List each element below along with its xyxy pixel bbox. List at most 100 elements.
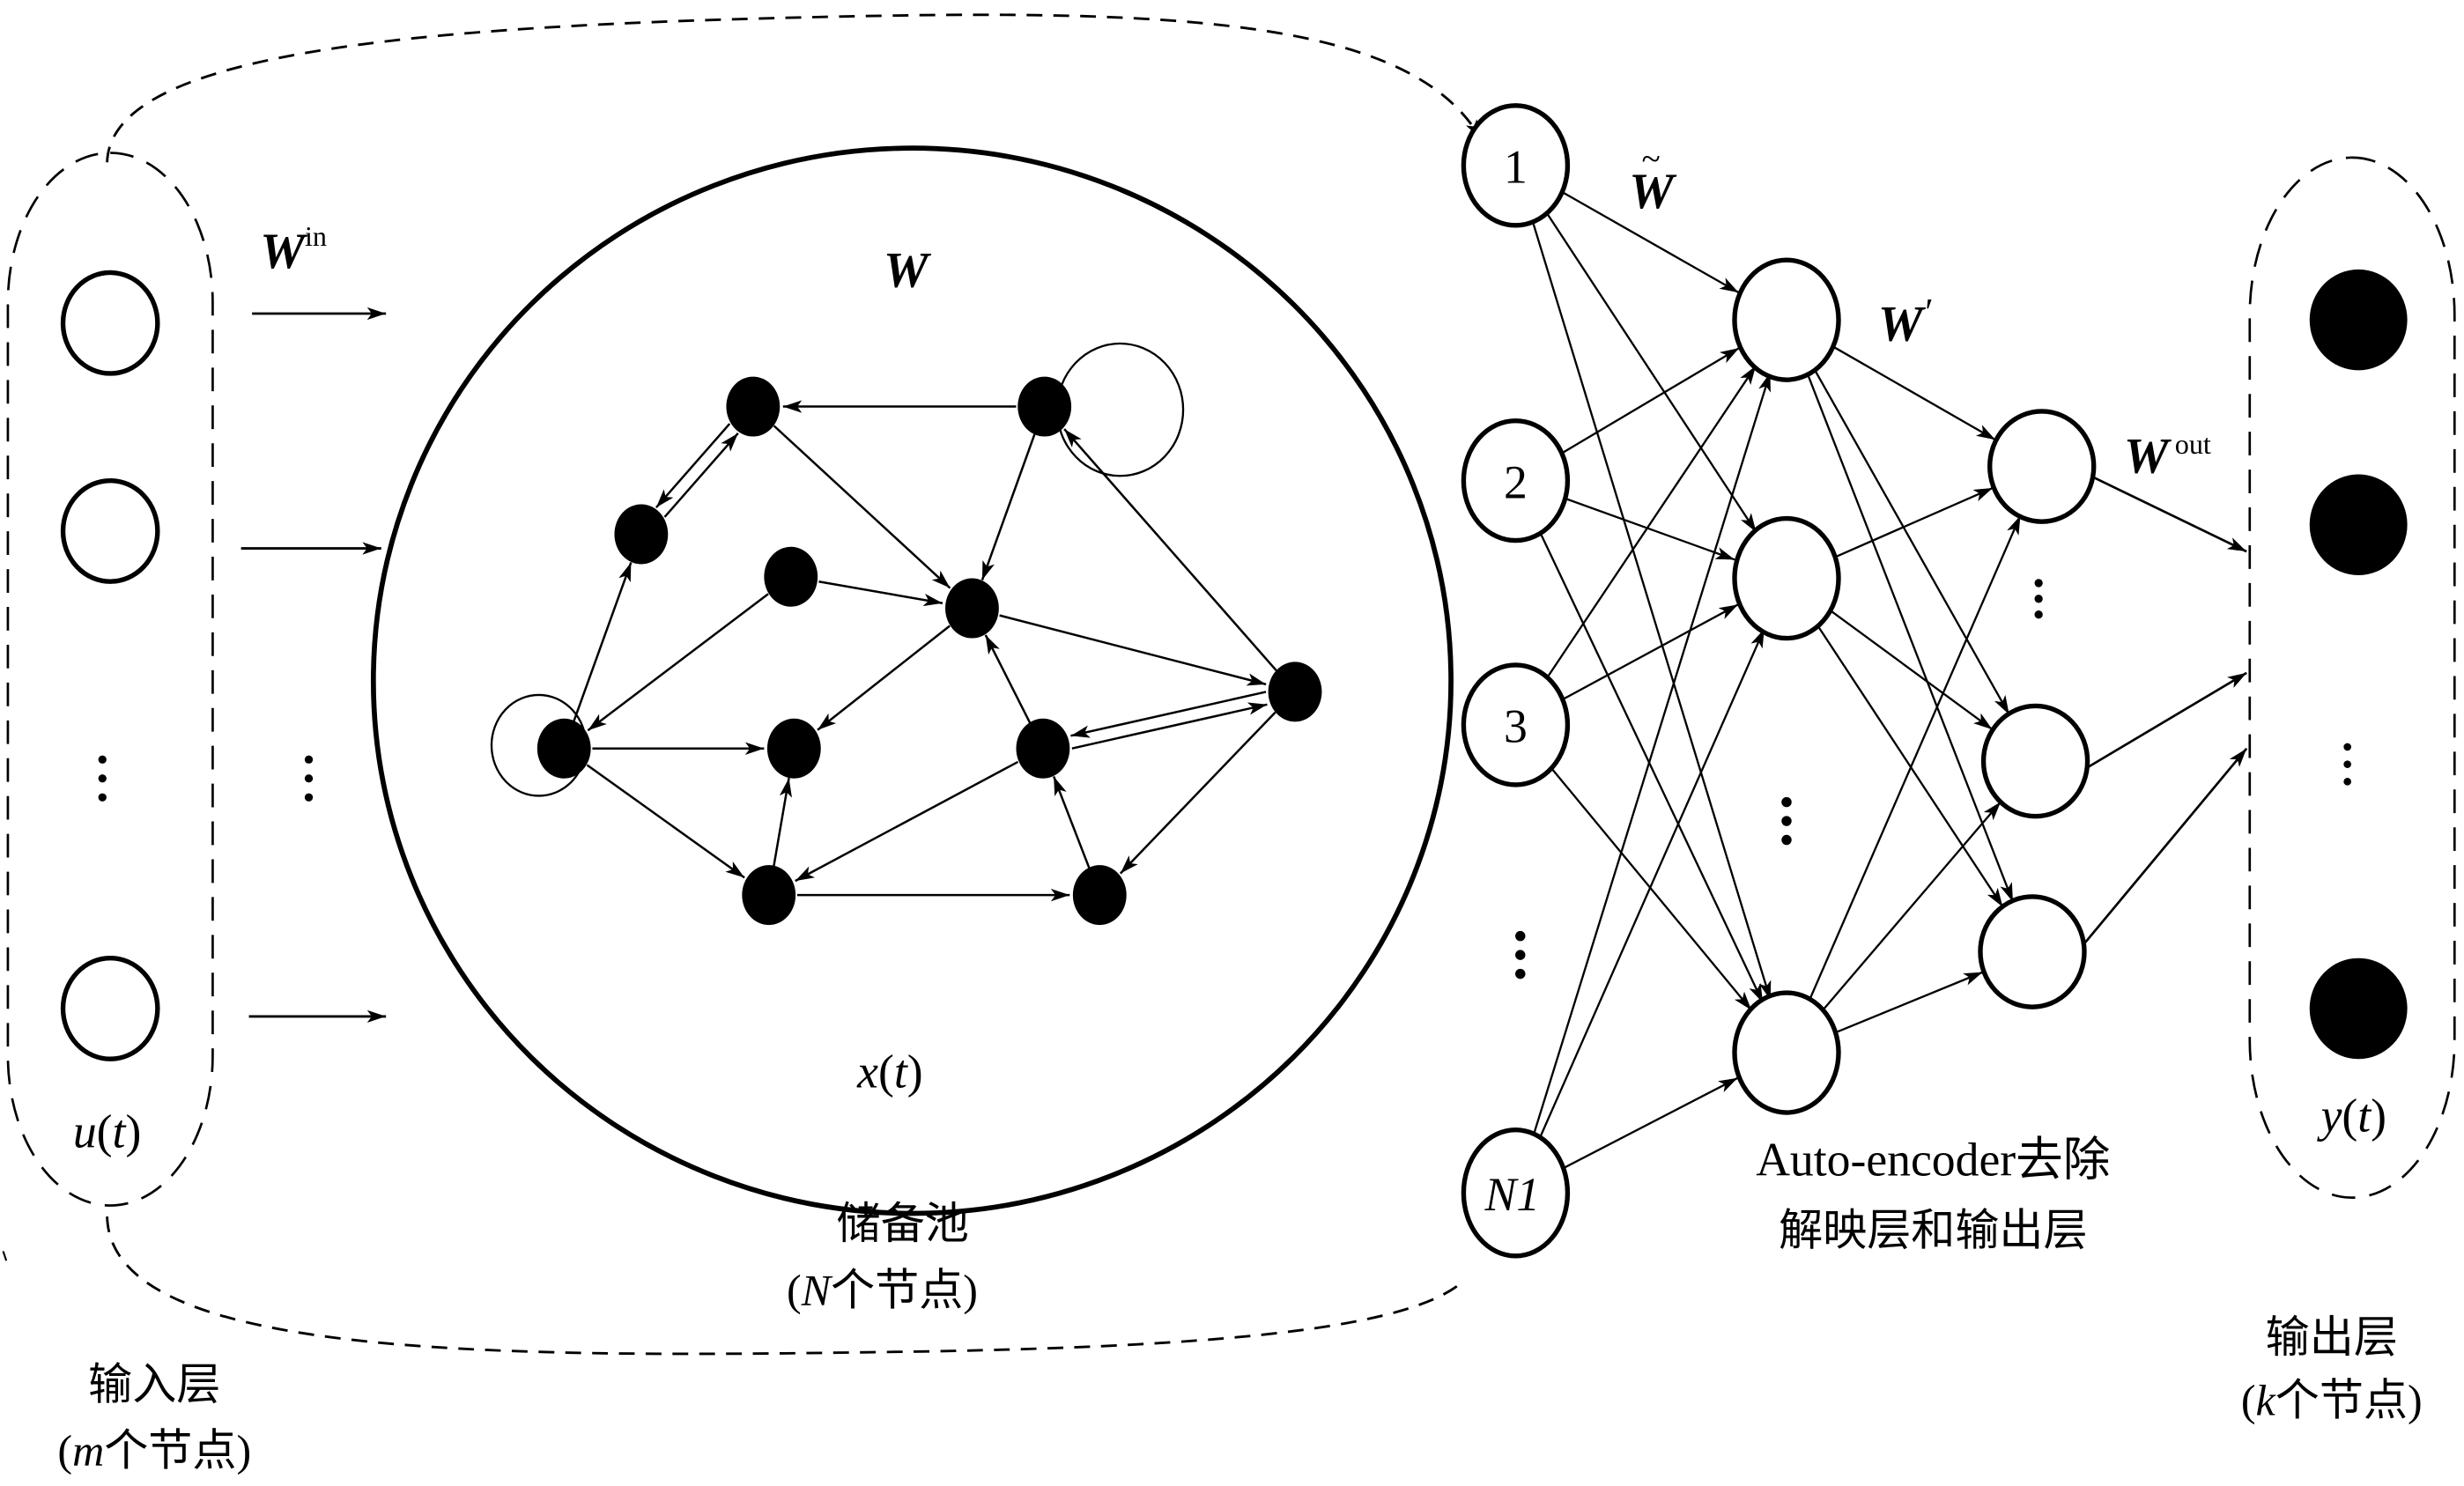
reservoir-count: (N个节点) [787, 1264, 978, 1315]
ae-code-edge [1804, 369, 2015, 903]
reservoir-node [726, 376, 781, 437]
reservoir-edge [818, 580, 943, 607]
reservoir-edge [1071, 702, 1268, 750]
output-arrow [2082, 747, 2248, 947]
reservoir-node [945, 578, 999, 639]
reservoir-edge [999, 614, 1267, 686]
ae-code-edge [1835, 971, 1984, 1034]
input-node [60, 956, 160, 1061]
reservoir-graph [490, 342, 1322, 926]
reservoir-node [1016, 718, 1070, 779]
reservoir-node [614, 504, 669, 565]
ae-encoder-edge [1562, 1076, 1738, 1170]
ae-tilde-weight-label: W [1629, 164, 1677, 219]
output-layer-boundary [2248, 156, 2456, 1199]
reservoir-edge [772, 778, 792, 868]
ae-encoder-edge [1535, 628, 1765, 1145]
reservoir-edge [984, 634, 1032, 724]
output-layer-caption: 输出层 [2266, 1312, 2398, 1363]
ae-encoder-edge [1543, 210, 1757, 533]
ae-code-edge [1811, 366, 2010, 715]
ae-encoder-edge [1537, 529, 1765, 1003]
reservoir-node [1268, 662, 1322, 722]
ae-tilde-mark: ~ [1642, 139, 1661, 178]
input-layer-caption: 输入层 [88, 1359, 220, 1410]
output-layer-count: (k个节点) [2241, 1374, 2423, 1425]
input-weight-label: Win [260, 220, 327, 279]
autoencoder-code-column: Auto-encoder去除 解映层和输出层 [1756, 409, 2110, 1255]
ae-code-edge [1835, 486, 1994, 558]
reservoir-edge [1052, 776, 1091, 869]
ae-encoder-edge [1544, 365, 1757, 682]
ae-hidden-ellipsis [1781, 796, 1792, 846]
ae-input-node-2 [1461, 418, 1571, 543]
input-layer: u(t) 输入层 (m个节点) [6, 152, 251, 1476]
ae-code-node [1987, 409, 2097, 524]
output-arrow [2093, 476, 2247, 553]
reservoir-edge [1063, 428, 1277, 671]
output-node [2309, 957, 2408, 1060]
ae-encoder-edge [1561, 190, 1740, 294]
ae-encoder-edge [1561, 347, 1740, 455]
input-node [60, 270, 160, 376]
output-node [2309, 474, 2408, 575]
reservoir-state-label: x(t) [856, 1045, 922, 1098]
skip-connection-top [106, 13, 1483, 163]
input-weights: Win [240, 220, 387, 1024]
input-signal-label: u(t) [73, 1105, 141, 1157]
ae-caption-line2: 解映层和输出层 [1779, 1204, 2088, 1255]
reservoir-edge [817, 625, 951, 731]
ae-code-node [1978, 894, 2087, 1009]
reservoir-edge [1119, 711, 1276, 875]
ae-encoder-edge [1530, 372, 1772, 1142]
ae-input-node-1-label: 1 [1504, 141, 1528, 194]
reservoir: W x(t) 储备池 (N个节点) [370, 145, 1454, 1315]
output-node [2309, 269, 2408, 371]
input-layer-count: (m个节点) [57, 1425, 251, 1476]
ae-hidden-node [1732, 990, 1841, 1115]
reservoir-boundary [370, 145, 1454, 1216]
ae-code-node [1980, 703, 2090, 819]
reservoir-node [1017, 376, 1072, 437]
autoencoder-hidden-column: W′ [1732, 257, 1932, 1115]
skip-connection-bottom [106, 1216, 1467, 1356]
autoencoder-input-column: 1 2 3 N1 W ~ [1461, 103, 1677, 1259]
input-ellipsis [98, 755, 107, 802]
ae-input-node-2-label: 2 [1504, 455, 1528, 508]
output-ellipsis [2343, 743, 2351, 786]
ae-encoder-edge [1565, 498, 1735, 561]
output-arrow [2086, 671, 2247, 769]
stray-mark [2, 1251, 8, 1261]
reservoir-edge [1070, 691, 1267, 738]
input-node [60, 477, 160, 584]
reservoir-edge [663, 432, 739, 518]
input-weights-ellipsis [304, 755, 314, 802]
ae-hidden-node [1732, 257, 1841, 382]
ae-prime-weight-label: W′ [1878, 292, 1932, 352]
output-signal-label: y(t) [2317, 1089, 2386, 1142]
reservoir-edge [980, 432, 1036, 580]
reservoir-edge [587, 593, 769, 732]
reservoir-edge [773, 425, 951, 589]
ae-encoder-edge [1562, 603, 1739, 701]
reservoir-node [766, 718, 821, 779]
reservoir-node [764, 546, 818, 607]
reservoir-edge [655, 423, 731, 509]
reservoir-weight-label: W [884, 243, 932, 299]
ae-input-node-3-label: 3 [1504, 700, 1528, 753]
input-layer-boundary [6, 152, 214, 1207]
reservoir-node [1072, 865, 1127, 926]
ae-code-edge [1807, 514, 2022, 1004]
reservoir-edge [795, 760, 1019, 883]
ae-input-node-3 [1461, 662, 1571, 787]
reservoir-node [536, 718, 591, 779]
reservoir-self-loop [1055, 342, 1185, 477]
reservoir-edge [586, 764, 745, 879]
ae-caption-line1: Auto-encoder去除 [1756, 1134, 2110, 1187]
reservoir-caption: 储备池 [837, 1198, 969, 1249]
ae-input-node-n1 [1461, 1127, 1571, 1259]
ae-hidden-node [1732, 515, 1841, 641]
ae-input-ellipsis [1515, 930, 1526, 980]
